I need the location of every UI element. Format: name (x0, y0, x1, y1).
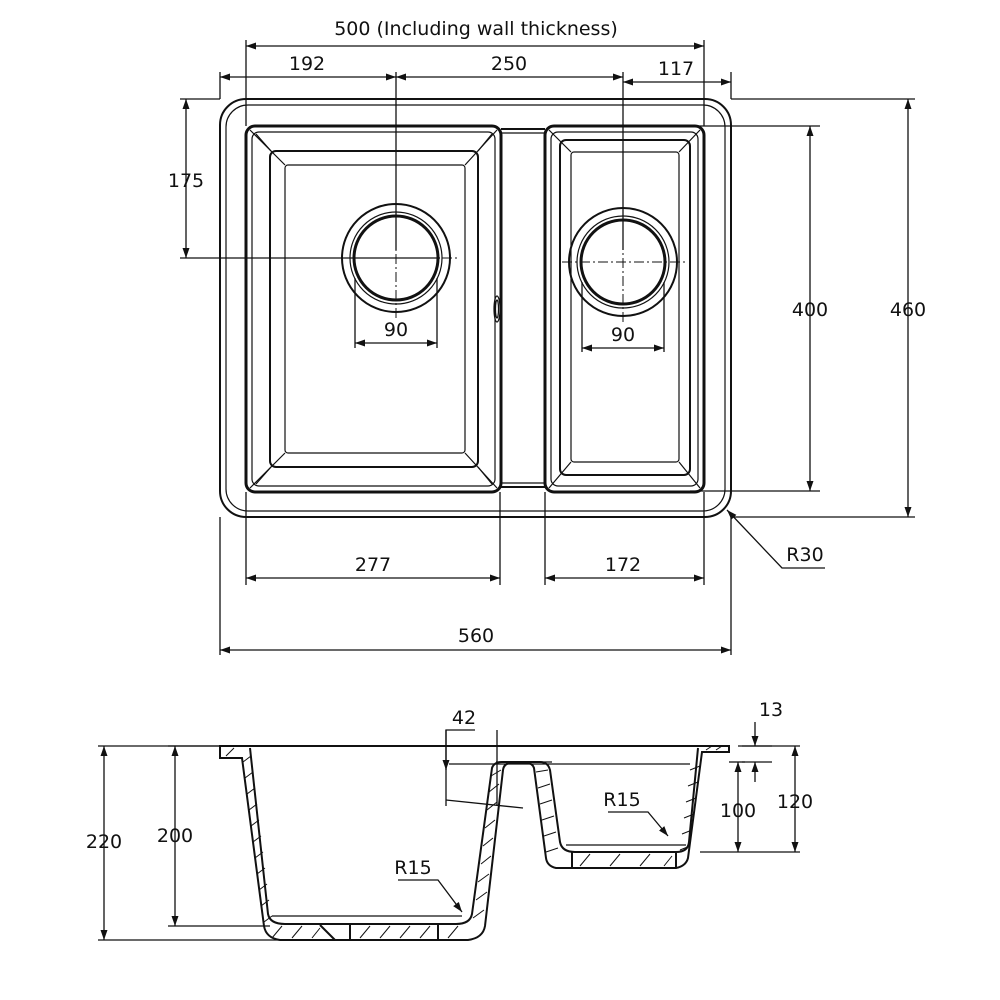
dim-overall-top-label: 500 (Including wall thickness) (334, 18, 618, 40)
dim-overall-width: 560 (458, 625, 494, 647)
sink-outer-inner-outline (225, 104, 726, 512)
dim-right-offset: 117 (658, 58, 694, 80)
dim-large-bowl-inner-depth: 200 (157, 825, 193, 847)
dim-corner-radius: R30 (786, 544, 823, 566)
large-bowl-waste (319, 924, 439, 941)
right-bowl-plan (543, 124, 706, 494)
sink-outer-outline (219, 98, 732, 518)
dim-small-bowl-inner-depth: 100 (720, 800, 756, 822)
hatch-large-bottom (271, 925, 459, 939)
dim-small-bowl-outer-depth: 120 (777, 791, 813, 813)
dim-left-hole-depth: 175 (168, 170, 204, 192)
dim-inner-height: 400 (792, 299, 828, 321)
dim-large-bowl-outer-depth: 220 (86, 831, 122, 853)
dim-left-bowl-width: 277 (355, 554, 391, 576)
dim-flange-thickness: 13 (759, 699, 783, 721)
dim-large-bowl-radius: R15 (394, 857, 431, 879)
hatch-small-walls (535, 765, 701, 867)
dim-outer-height: 460 (890, 299, 926, 321)
sink-section-outline (219, 745, 730, 941)
sink-section-inner (249, 747, 699, 925)
left-bowl-plan (244, 124, 503, 494)
dim-left-offset: 192 (289, 53, 325, 75)
section-view: 42 13 100 120 R15 R15 200 220 (86, 699, 813, 941)
dim-right-bowl-width: 172 (605, 554, 641, 576)
overflow-slot (493, 295, 501, 323)
hatch-large-left-wall (242, 755, 273, 923)
small-bowl-waste (571, 852, 677, 868)
plan-view: 500 (Including wall thickness) 192 250 1… (168, 18, 926, 655)
dim-left-waste: 90 (384, 319, 408, 341)
dim-hole-spacing: 250 (491, 53, 527, 75)
dim-divider-width: 42 (452, 707, 476, 729)
dim-right-waste: 90 (611, 324, 635, 346)
dim-small-bowl-radius: R15 (603, 789, 640, 811)
right-drain (562, 204, 686, 322)
bowl-divider (501, 128, 545, 488)
hatch-large-right-wall (472, 769, 502, 919)
